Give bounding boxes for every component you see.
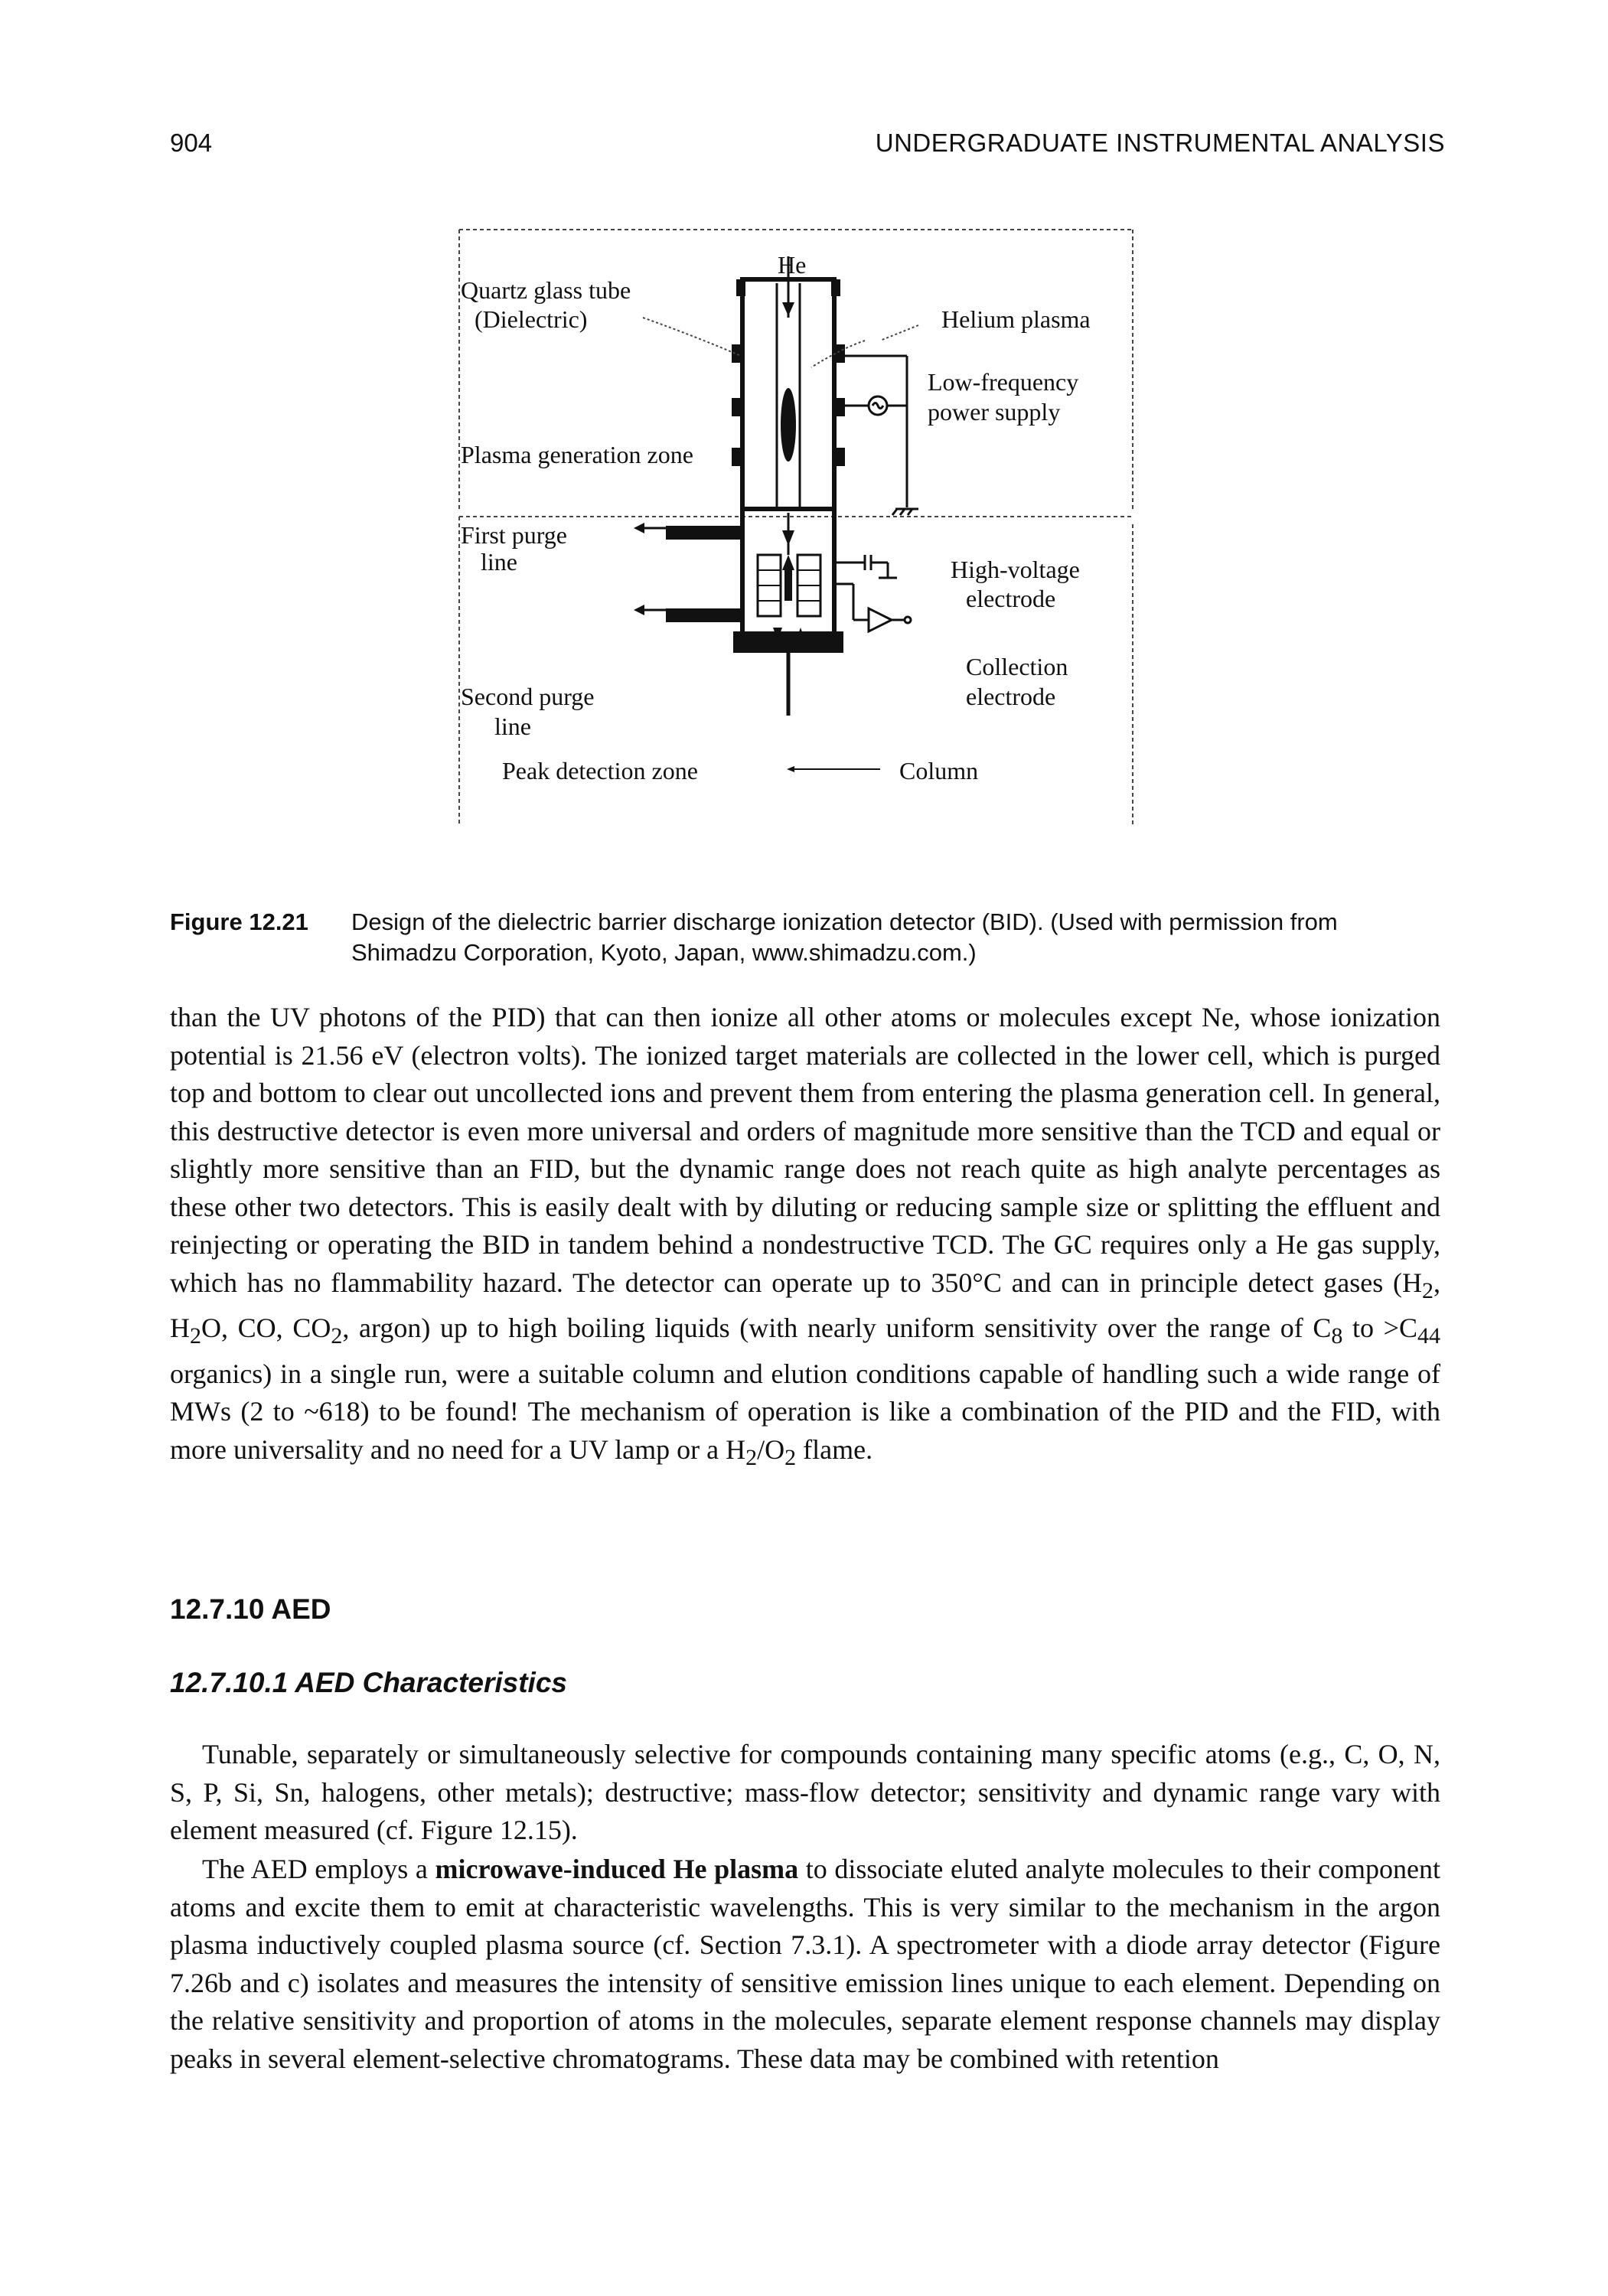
label-second-purge-2: line <box>494 713 531 740</box>
figure-caption-text: Design of the dielectric barrier dischar… <box>351 908 1338 966</box>
subsection-heading: 12.7.10.1 AED Characteristics <box>170 1667 567 1698</box>
power-supply-circuit <box>845 354 918 516</box>
running-header: UNDERGRADUATE INSTRUMENTAL ANALYSIS <box>875 129 1445 157</box>
body-paragraph-3: The AED employs a microwave-induced He p… <box>170 1854 1440 2074</box>
label-quartz-2: (Dielectric) <box>475 305 587 333</box>
label-low-frequency-1: Low-frequency <box>928 368 1078 396</box>
bold-term: microwave-induced He plasma <box>435 1854 799 1884</box>
zone-borders <box>458 229 1133 827</box>
leader-lines <box>642 317 919 368</box>
he-arrow-icon <box>782 302 794 316</box>
flow-down-arrow-icon <box>782 530 794 546</box>
label-quartz-1: Quartz glass tube <box>461 276 631 304</box>
label-he: He <box>778 251 806 279</box>
flow-arrow-right-icon <box>796 628 805 641</box>
label-collection-1: Collection <box>966 653 1068 680</box>
label-low-frequency-2: power supply <box>928 398 1060 426</box>
section-heading: 12.7.10 AED <box>170 1593 331 1625</box>
body-paragraph-1: than the UV photons of the PID) that can… <box>170 1002 1440 1471</box>
label-peak-zone: Peak detection zone <box>502 757 698 784</box>
helium-plasma <box>781 388 796 461</box>
first-purge-arrow-icon <box>634 523 644 533</box>
plasma-electrodes <box>732 344 845 466</box>
page-number: 904 <box>170 129 213 157</box>
second-purge-line <box>634 605 742 622</box>
label-second-purge-1: Second purge <box>461 683 594 710</box>
second-purge-arrow-icon <box>634 605 644 615</box>
sample-up-arrow-icon <box>782 555 794 570</box>
hv-circuit <box>834 555 912 634</box>
label-column: Column <box>899 757 978 784</box>
label-high-voltage-2: electrode <box>966 585 1055 612</box>
flow-arrow-left-icon <box>773 628 782 641</box>
label-helium-plasma: Helium plasma <box>941 305 1091 333</box>
label-first-purge-2: line <box>481 548 517 576</box>
first-purge-line <box>634 523 742 540</box>
column-arrow-icon <box>787 766 794 772</box>
figure-caption: Figure 12.21 Design of the dielectric ba… <box>170 907 1440 968</box>
collection-electrode <box>784 570 792 601</box>
detection-cell <box>733 507 843 653</box>
figure-caption-label: Figure 12.21 <box>170 908 308 935</box>
bid-detector-figure: He Quartz glass tube (Dielectric) Helium… <box>452 218 1140 853</box>
label-high-voltage-1: High-voltage <box>951 556 1080 583</box>
label-plasma-zone: Plasma generation zone <box>461 441 693 468</box>
body-paragraph-2: Tunable, separately or simultaneously se… <box>170 1739 1440 1845</box>
label-first-purge-1: First purge <box>461 521 567 549</box>
bid-detector-diagram: He Quartz glass tube (Dielectric) Helium… <box>458 229 1133 827</box>
label-collection-2: electrode <box>966 683 1055 710</box>
